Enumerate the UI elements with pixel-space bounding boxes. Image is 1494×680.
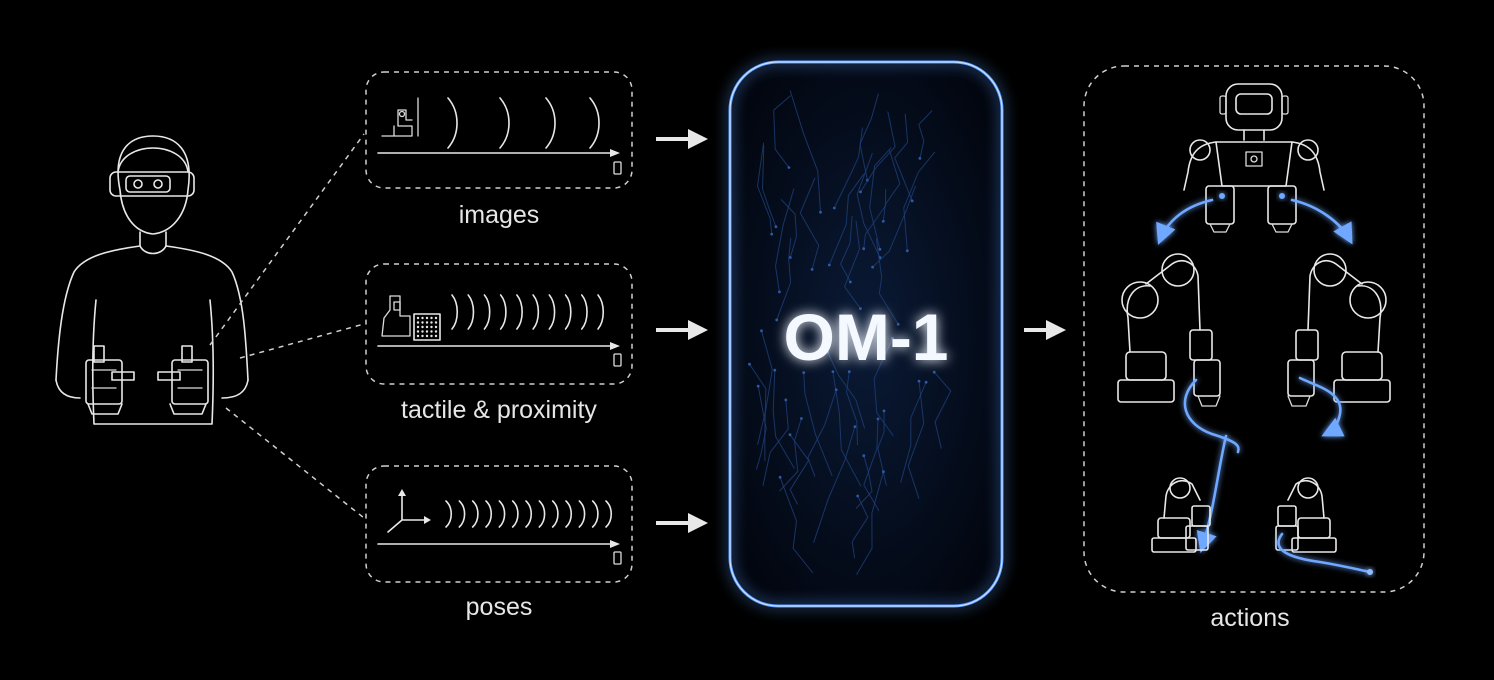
tactile-signal-waves xyxy=(451,294,605,330)
circuit-pattern xyxy=(748,90,952,575)
humanoid-robot-icon xyxy=(1183,83,1325,233)
connector-to-poses xyxy=(225,407,365,519)
connector-to-tactile xyxy=(239,323,365,359)
trajectory-line xyxy=(1183,378,1240,454)
small-robot-arm-icon xyxy=(1151,477,1211,553)
robot-arm-icon xyxy=(1287,253,1391,407)
axes-icon xyxy=(387,489,431,533)
actions-label: actions xyxy=(1210,604,1289,632)
right-handheld-gripper xyxy=(157,345,209,415)
poses-label: poses xyxy=(466,593,533,621)
actions-output-panel xyxy=(1083,65,1425,593)
trajectory-line xyxy=(1277,532,1372,574)
om1-model-block: OM-1 xyxy=(728,60,1004,608)
poses-input-panel xyxy=(365,465,633,583)
arrow-right-icon xyxy=(1024,320,1066,340)
arrow-right-icon xyxy=(656,513,708,533)
robot-arm-icon xyxy=(1117,253,1221,407)
images-label: images xyxy=(459,201,540,229)
small-robot-arm-icon xyxy=(1275,477,1337,553)
arrow-right-icon xyxy=(656,320,708,340)
pose-signal-waves xyxy=(445,500,613,528)
left-handheld-gripper xyxy=(85,345,135,415)
action-flow-left xyxy=(1156,198,1214,245)
phone-icon xyxy=(613,161,622,175)
connector-to-images xyxy=(209,133,365,346)
images-input-panel xyxy=(365,71,633,189)
camera-robot-icon xyxy=(381,97,419,137)
arrow-right-icon xyxy=(656,129,708,149)
headset-icon xyxy=(109,147,195,197)
phone-icon xyxy=(613,353,622,367)
tactile-sensor-icon xyxy=(381,295,441,341)
action-flow-right xyxy=(1290,198,1353,245)
trajectory-line xyxy=(1298,376,1345,437)
trajectory-line xyxy=(1196,434,1228,553)
model-name: OM-1 xyxy=(784,300,949,374)
tactile-proximity-label: tactile & proximity xyxy=(401,396,597,424)
human-operator-illustration xyxy=(55,135,249,425)
phone-icon xyxy=(613,551,622,565)
input-arrows xyxy=(656,129,708,533)
tactile-input-panel xyxy=(365,263,633,385)
